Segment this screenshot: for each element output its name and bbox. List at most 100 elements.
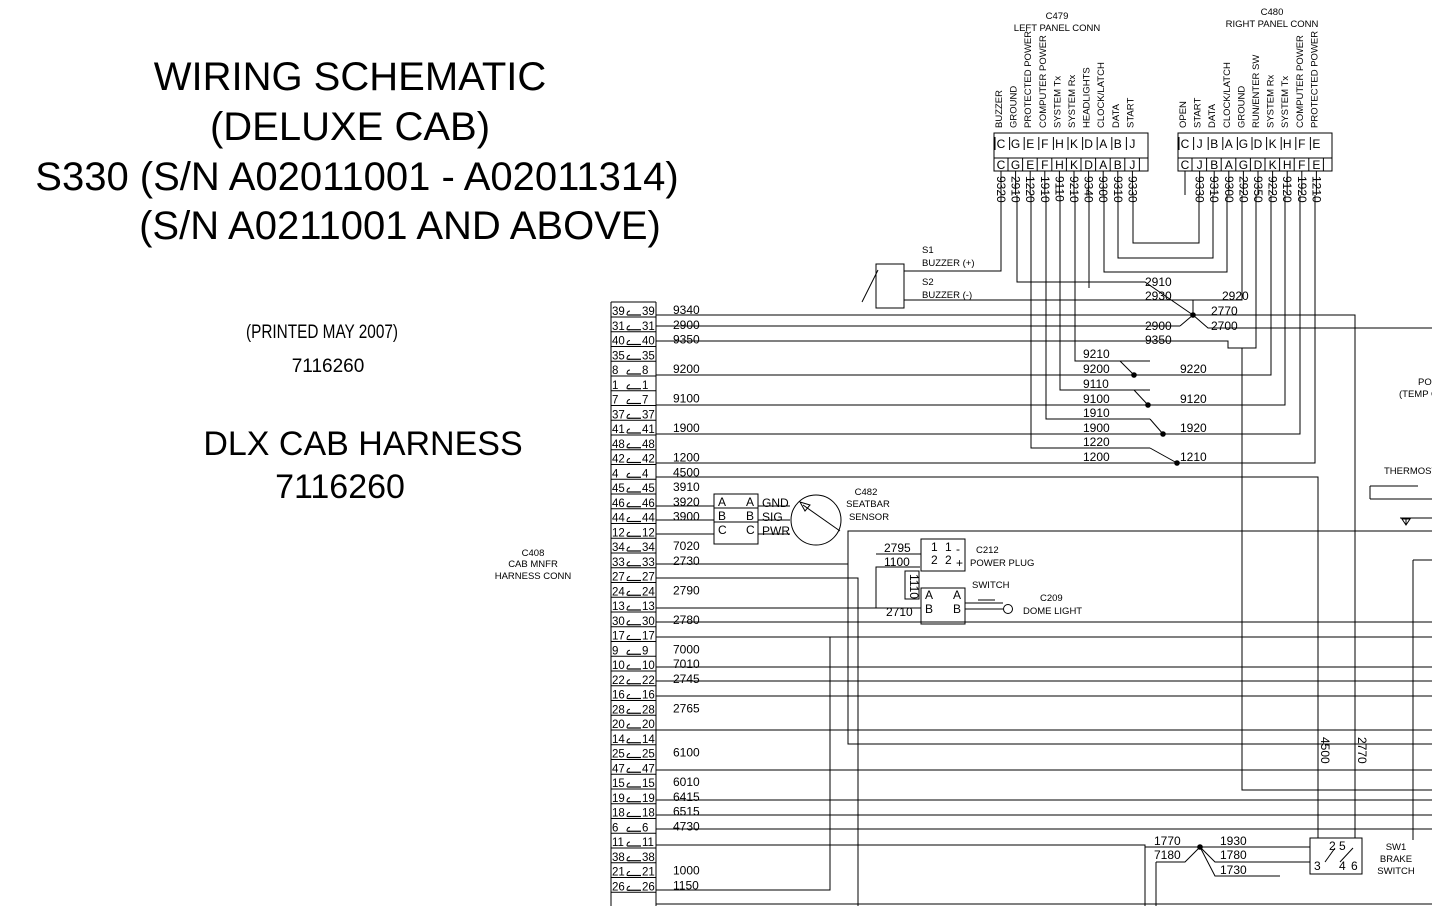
c480-function-label: SYSTEM Rx [1266,74,1277,128]
c408-pin-left: 44 [612,513,625,525]
harness-number: 7116260 [275,468,405,506]
c408-pin-right: 14 [642,734,655,746]
c408-wire-label: 4500 [673,465,700,479]
c408-pin-right: 8 [642,365,648,377]
splice-label: 2900 [1145,319,1172,333]
c408-wire-label: 1000 [673,864,700,878]
sw1-pin: 2 [1329,839,1336,853]
splice-label: 1930 [1220,834,1247,848]
c480-function-label: RUN/ENTER SW [1251,55,1262,128]
c479-pin-top: G [1011,137,1020,151]
c480-pin-bottom: B [1210,158,1218,172]
splice-label: 9350 [1145,333,1172,347]
c479-pin-bottom: K [1070,158,1078,172]
s2-id: S2 [922,277,934,288]
c482-pin: A [746,495,754,509]
splice-label: 9210 [1083,347,1110,361]
c408-pin-left: 10 [612,660,625,672]
c408-wire-label: 3920 [673,495,700,509]
c479-pin-top: C [997,137,1006,151]
c479-wire-label: 1910 [1038,176,1052,203]
c209-id: C209 [1040,593,1063,604]
c408-pin-left: 26 [612,881,625,893]
splice-label: 9120 [1180,392,1207,406]
c212-power-plug: 2795 1100 1 2 1 2 - + C212 POWER PLUG 11… [876,538,1034,600]
c408-pin-right: 4 [642,468,649,480]
splice-label: 2700 [1211,319,1238,333]
c479-pin-top: B [1114,137,1122,151]
c408-wire-label: 7010 [673,657,700,671]
sw1-pin: 4 [1339,859,1346,873]
c408-pin-left: 28 [612,704,625,716]
c480-function-label: START [1193,98,1204,128]
c408-pin-right: 24 [642,586,655,598]
c408-pin-right: 47 [642,763,655,775]
c209-wire: 2710 [886,605,913,619]
c480-name: RIGHT PANEL CONN [1226,19,1319,30]
c482-id: C482 [855,487,878,498]
c212-id: C212 [976,545,999,556]
c408-pin-left: 19 [612,793,625,805]
c408-pin-right: 21 [642,867,655,879]
c479-pin-top: F [1041,137,1048,151]
c482-pin: B [746,509,754,523]
title-line-1: WIRING SCHEMATIC [154,55,547,99]
cut-label-thermostat: THERMOST [1384,466,1432,477]
c480-pin-bottom: D [1254,158,1263,172]
c209-pin: B [953,602,961,616]
c482-seatbar-sensor: A B C A B C GND SIG PWR C482 SEATBAR SEN… [713,487,890,546]
c408-pin-left: 11 [612,837,624,849]
c408-pin-left: 13 [612,601,625,613]
c408-pin-left: 22 [612,675,625,687]
splice-label: 9110 [1083,377,1109,391]
c212-pin: 1 [931,540,938,554]
c480-wire-label: 9120 [1280,176,1294,203]
c480-function-label: PROTECTED POWER [1309,31,1320,128]
c480-pin-top: E [1312,137,1320,151]
c479-wire-label: 9110 [1052,176,1066,202]
c408-pin-right: 37 [642,409,655,421]
c408-pin-right: 18 [642,808,655,820]
c212-wire: 2795 [884,541,911,555]
c408-pin-right: 40 [642,336,655,348]
splice-label: 9200 [1083,362,1110,376]
c408-wire-label: 9200 [673,362,700,376]
c479-function-label: SYSTEM Rx [1067,74,1078,128]
c408-pin-right: 10 [642,660,655,672]
c480-pin-top: G [1239,137,1248,151]
splice-label: 2920 [1222,289,1249,303]
c479-function-label: BUZZER [994,90,1005,128]
c479-pin-top: K [1070,137,1078,151]
splice-label: 1210 [1180,450,1207,464]
c482-function: SIG [762,510,783,524]
c408-pin-left: 48 [612,439,625,451]
c479-name: LEFT PANEL CONN [1014,23,1101,34]
c480-pin-top: B [1210,137,1218,151]
c408-wire-label: 1900 [673,421,700,435]
c408-pin-left: 31 [612,321,625,333]
c408-wire-label: 6415 [673,790,700,804]
c212-sign: - [956,542,960,556]
c480-function-label: GROUND [1236,86,1247,128]
c408-pin-left: 40 [612,336,625,348]
wire-label-2770: 2770 [1355,737,1369,764]
c482-body [713,493,759,545]
c479-pin-top: D [1084,137,1093,151]
c408-pin-left: 18 [612,808,625,820]
c408-pin-right: 30 [642,616,655,628]
c480-pin-top: F [1298,137,1305,151]
c408-pin-right: 45 [642,483,655,495]
c209-pin: A [925,588,933,602]
c408-pin-left: 34 [612,542,625,554]
c479-wire-label: 2910 [1009,176,1023,203]
c408-pin-right: 39 [642,306,655,318]
c408-pin-left: 15 [612,778,625,790]
c408-pin-right: 46 [642,498,655,510]
sw1-name: BRAKE [1380,854,1412,865]
c408-wire-label: 9100 [673,392,700,406]
c408-pin-right: 35 [642,350,655,362]
c209-name: DOME LIGHT [1023,606,1082,617]
c480-pin-bottom: G [1239,158,1248,172]
c408-pin-right: 41 [642,424,655,436]
